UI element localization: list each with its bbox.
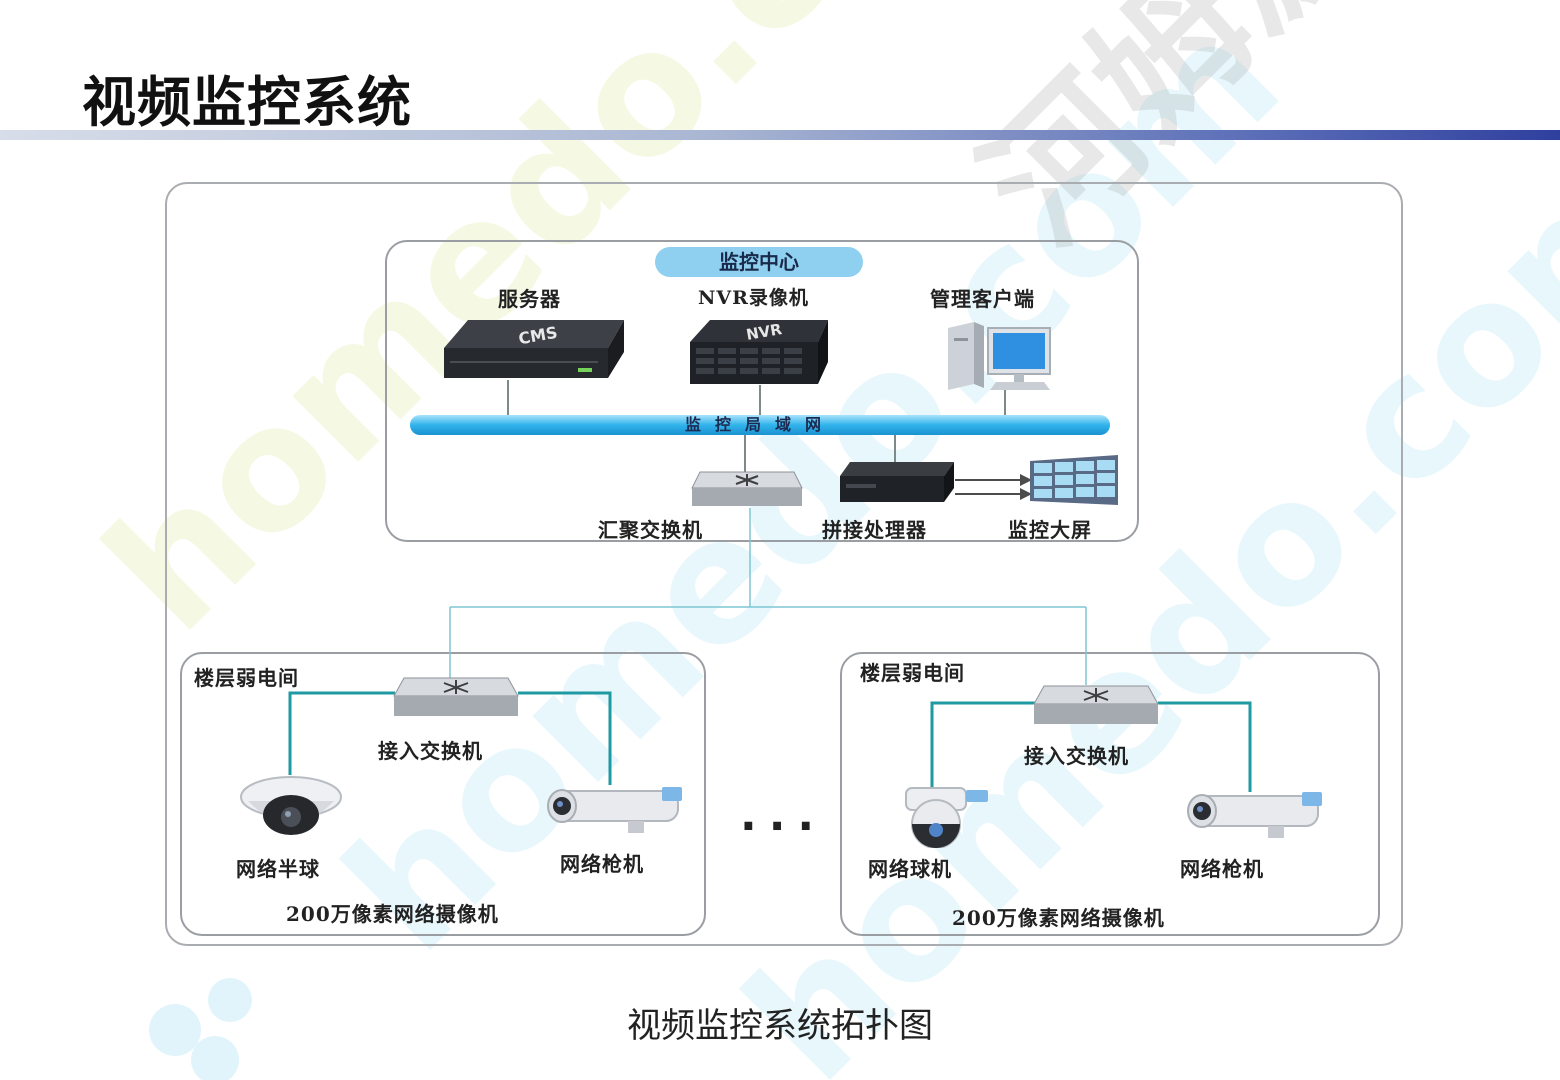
- floor-left-title: 楼层弱电间: [194, 666, 299, 690]
- ptz-camera-label: 网络球机: [868, 857, 952, 881]
- client-label: 管理客户端: [930, 287, 1035, 311]
- floor-left-footer: 200万像素网络摄像机: [286, 902, 499, 926]
- server-icon: CMS: [444, 320, 624, 378]
- access-switch-right-label: 接入交换机: [1024, 744, 1129, 768]
- core-switch-label: 汇聚交换机: [598, 518, 703, 542]
- lan-bus: 监控局域网: [410, 415, 1110, 435]
- core-switch-icon: [691, 471, 803, 506]
- bullet-camera-right-label: 网络枪机: [1180, 857, 1264, 881]
- splicer-label: 拼接处理器: [822, 518, 927, 542]
- access-switch-right-icon: [1033, 685, 1159, 724]
- monitoring-center-panel: [385, 240, 1139, 542]
- ptz-camera-icon: [905, 787, 988, 848]
- title-divider: [0, 130, 1560, 140]
- pc-icon: [948, 322, 1051, 390]
- bullet-camera-right-icon: [1187, 792, 1322, 838]
- access-switch-left-icon: [393, 677, 519, 716]
- floor-room-left-panel: [180, 652, 706, 936]
- floor-room-right-panel: [840, 652, 1380, 936]
- more-floors-ellipsis: ...: [740, 790, 827, 841]
- videowall-icon: [1030, 455, 1118, 505]
- diagram-caption: 视频监控系统拓扑图: [627, 1006, 933, 1046]
- access-switch-left-label: 接入交换机: [378, 739, 483, 763]
- server-label: 服务器: [498, 287, 561, 311]
- splicer-icon: [840, 462, 954, 502]
- dome-camera-icon: [240, 776, 342, 835]
- videowall-label: 监控大屏: [1008, 518, 1092, 542]
- bullet-camera-left-icon: [547, 787, 682, 833]
- bullet-camera-left-label: 网络枪机: [560, 852, 644, 876]
- diagram-frame: [165, 182, 1403, 946]
- nvr-icon: NVR: [690, 320, 828, 384]
- floor-right-footer: 200万像素网络摄像机: [952, 906, 1165, 930]
- nvr-label: NVR录像机: [698, 287, 809, 309]
- dome-camera-label: 网络半球: [236, 857, 320, 881]
- page-title: 视频监控系统: [82, 71, 412, 134]
- floor-right-title: 楼层弱电间: [860, 661, 965, 685]
- monitoring-center-title: 监控中心: [655, 247, 863, 277]
